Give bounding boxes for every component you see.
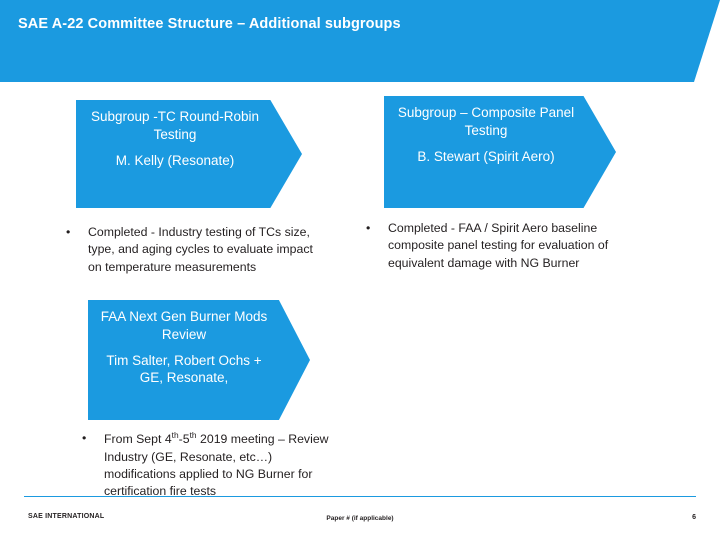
bullet-faa-burner-mods: • From Sept 4th-5th 2019 meeting – Revie… (82, 430, 332, 501)
header-band (0, 0, 720, 82)
footer-page-number: 6 (692, 514, 696, 521)
bullet-marker: • (82, 431, 87, 445)
bullet-composite-panel-text: Completed - FAA / Spirit Aero baseline c… (388, 221, 609, 270)
bullet-faa-text-post: 2019 meeting – Review Industry (GE, Reso… (104, 432, 329, 499)
bullet-tc-round-robin-text: Completed - Industry testing of TCs size… (88, 225, 313, 274)
bullet-faa-sup-1: th (171, 430, 179, 440)
footer-paper-number: Paper # (if applicable) (326, 515, 394, 522)
chevron-composite-panel-content: Subgroup – Composite Panel Testing B. St… (384, 96, 616, 165)
chevron-composite-panel-owner: B. Stewart (Spirit Aero) (417, 148, 555, 164)
page-title: SAE A-22 Committee Structure – Additiona… (18, 16, 401, 32)
bullet-marker: • (66, 225, 71, 239)
chevron-tc-round-robin-content: Subgroup -TC Round-Robin Testing M. Kell… (76, 100, 302, 169)
bullet-composite-panel: • Completed - FAA / Spirit Aero baseline… (366, 220, 616, 272)
bullet-tc-round-robin: • Completed - Industry testing of TCs si… (66, 224, 316, 276)
chevron-faa-burner-mods-content: FAA Next Gen Burner Mods Review Tim Salt… (88, 300, 310, 387)
header-corner-notch (694, 0, 720, 82)
footer-organization: SAE INTERNATIONAL (28, 513, 105, 520)
chevron-faa-burner-mods-title: FAA Next Gen Burner Mods Review (100, 309, 268, 342)
chevron-faa-burner-mods-owner: Tim Salter, Robert Ochs + GE, Resonate, (106, 352, 262, 386)
bullet-faa-text-pre: From Sept 4 (104, 432, 172, 447)
bullet-faa-text-mid: -5 (178, 432, 190, 447)
chevron-composite-panel-title: Subgroup – Composite Panel Testing (397, 105, 575, 138)
bullet-faa-burner-mods-text: From Sept 4th-5th 2019 meeting – Review … (104, 430, 332, 501)
chevron-tc-round-robin-owner: M. Kelly (Resonate) (115, 152, 235, 168)
bullet-marker: • (366, 221, 371, 235)
bullet-faa-sup-2: th (189, 430, 197, 440)
chevron-tc-round-robin-title: Subgroup -TC Round-Robin Testing (90, 109, 260, 142)
chevron-tc-round-robin: Subgroup -TC Round-Robin Testing M. Kell… (76, 100, 302, 208)
chevron-composite-panel: Subgroup – Composite Panel Testing B. St… (384, 96, 616, 208)
footer-divider (24, 496, 696, 497)
chevron-faa-burner-mods: FAA Next Gen Burner Mods Review Tim Salt… (88, 300, 310, 420)
